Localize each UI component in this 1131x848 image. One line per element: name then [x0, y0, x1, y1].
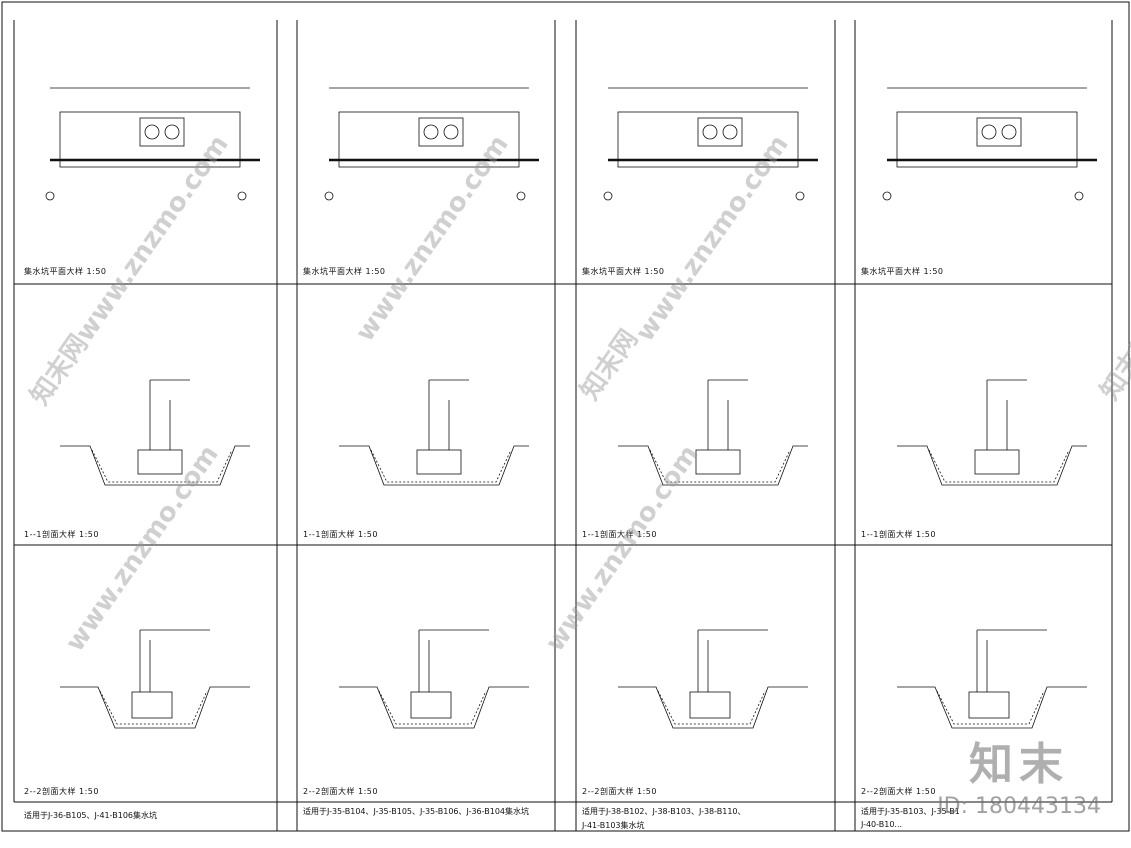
plan-pump-1 — [981, 124, 997, 140]
plan-wall-outline — [617, 111, 799, 168]
section2-hatch — [936, 690, 1045, 725]
plan-axis-bubble — [882, 191, 892, 201]
section1-title-1: 1--1剖面大样 1:50 — [24, 530, 99, 539]
applicability-note-3b: J-41-B103集水坑 — [582, 821, 645, 830]
plan-pump-1 — [144, 124, 160, 140]
plan-title-3: 集水坑平面大样 1:50 — [582, 267, 665, 276]
section2-pit — [689, 691, 731, 719]
section1-outline — [60, 445, 250, 486]
section2-outline — [618, 686, 808, 729]
section2-outline — [60, 686, 250, 729]
section1-hatch — [370, 449, 512, 483]
section1-title-3: 1--1剖面大样 1:50 — [582, 530, 657, 539]
section1-outline — [897, 445, 1087, 486]
section1-pit — [416, 449, 462, 475]
plan-title-2: 集水坑平面大样 1:50 — [303, 267, 386, 276]
plan-wall-outline — [896, 111, 1078, 168]
plan-pump-2 — [1001, 124, 1017, 140]
applicability-note-1: 适用于J-36-B105、J-41-B106集水坑 — [24, 811, 157, 820]
section1-title-4: 1--1剖面大样 1:50 — [861, 530, 936, 539]
section1-pit — [137, 449, 183, 475]
section2-title-1: 2--2剖面大样 1:50 — [24, 787, 99, 796]
section2-title-4: 2--2剖面大样 1:50 — [861, 787, 936, 796]
brand-logo: 知末 — [969, 739, 1069, 790]
section1-outline — [618, 445, 808, 486]
section1-hatch — [91, 449, 233, 483]
section1-title-2: 1--1剖面大样 1:50 — [303, 530, 378, 539]
section1-pit — [695, 449, 741, 475]
plan-pump-2 — [722, 124, 738, 140]
plan-pit-outline — [697, 117, 743, 147]
applicability-note-2: 适用于J-35-B104、J-35-B105、J-35-B106、J-36-B1… — [303, 807, 529, 816]
applicability-note-4b: J-40-B10... — [861, 820, 903, 829]
plan-pump-1 — [423, 124, 439, 140]
brand-id: ID: 180443134 — [937, 794, 1101, 819]
plan-wall-outline — [338, 111, 520, 168]
section1-hatch — [649, 449, 791, 483]
plan-pit-outline — [139, 117, 185, 147]
plan-axis-bubble — [795, 191, 805, 201]
plan-axis-bubble — [516, 191, 526, 201]
plan-title-4: 集水坑平面大样 1:50 — [861, 267, 944, 276]
section2-pit — [968, 691, 1010, 719]
section2-hatch — [378, 690, 487, 725]
section2-title-2: 2--2剖面大样 1:50 — [303, 787, 378, 796]
section2-hatch — [99, 690, 208, 725]
section2-outline — [897, 686, 1087, 729]
section2-pit — [131, 691, 173, 719]
section2-title-3: 2--2剖面大样 1:50 — [582, 787, 657, 796]
plan-axis-bubble — [1074, 191, 1084, 201]
section1-pit — [974, 449, 1020, 475]
section2-pit — [410, 691, 452, 719]
plan-pump-2 — [164, 124, 180, 140]
plan-axis-bubble — [603, 191, 613, 201]
section1-hatch — [928, 449, 1070, 483]
plan-pit-outline — [418, 117, 464, 147]
section1-outline — [339, 445, 529, 486]
section2-hatch — [657, 690, 766, 725]
section2-outline — [339, 686, 529, 729]
plan-pump-2 — [443, 124, 459, 140]
plan-pit-outline — [976, 117, 1022, 147]
plan-pump-1 — [702, 124, 718, 140]
plan-axis-bubble — [45, 191, 55, 201]
plan-axis-bubble — [237, 191, 247, 201]
plan-wall-outline — [59, 111, 241, 168]
applicability-note-4: 适用于J-35-B103、J-35-B1 — [861, 807, 960, 816]
applicability-note-3: 适用于J-38-B102、J-38-B103、J-38-B110、 — [582, 807, 746, 816]
plan-title-1: 集水坑平面大样 1:50 — [24, 267, 107, 276]
plan-axis-bubble — [324, 191, 334, 201]
